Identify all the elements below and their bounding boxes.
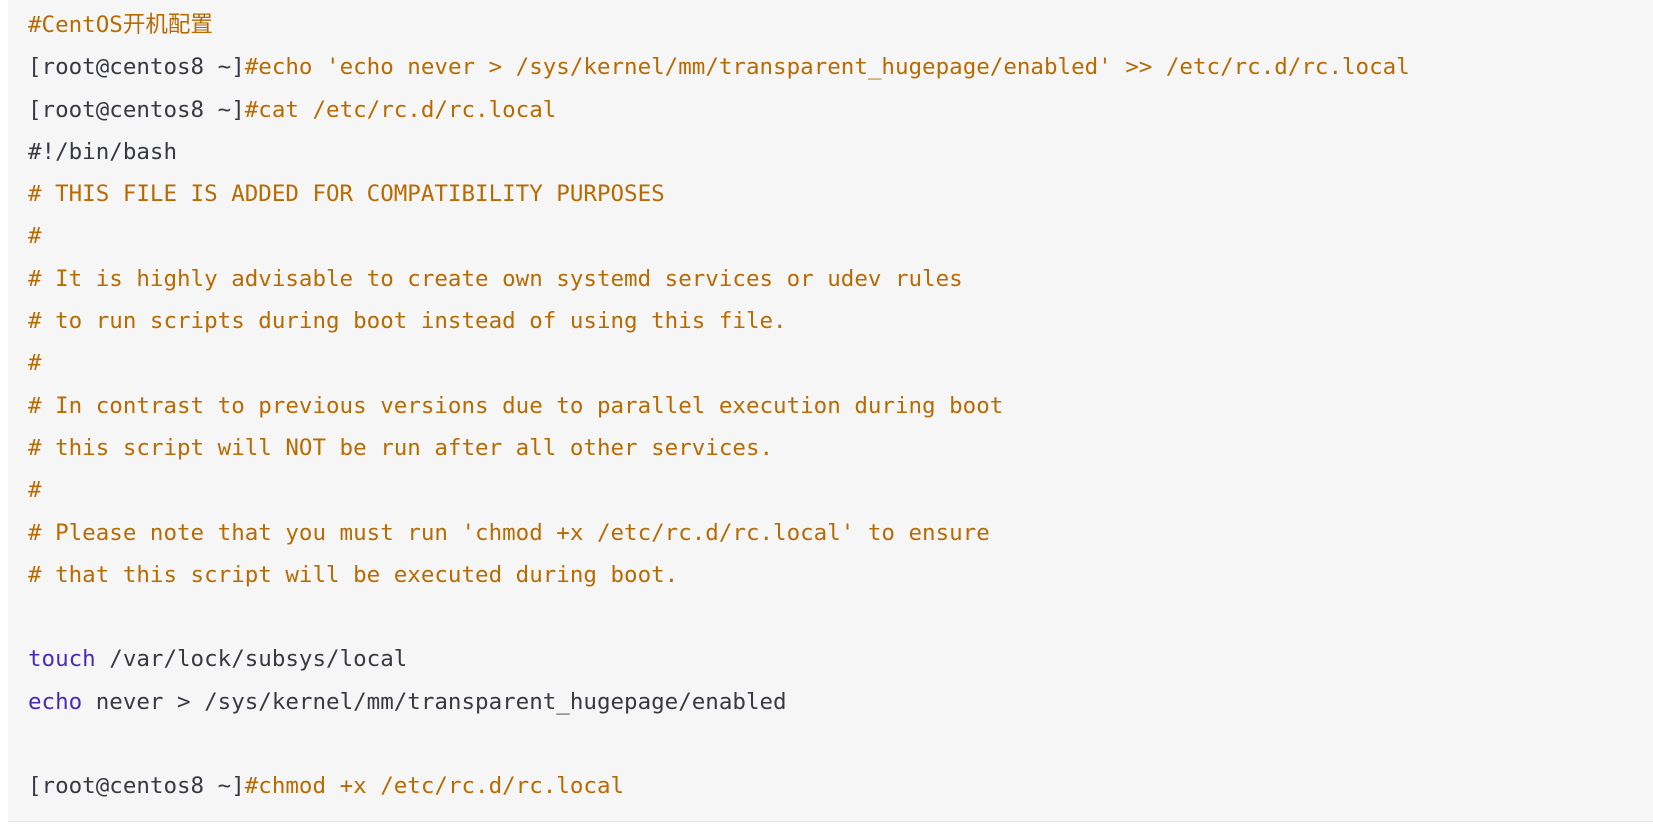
code-line: # that this script will be executed duri…: [28, 554, 1410, 596]
code-token-comment: #: [28, 350, 42, 377]
code-token-prompt: [root@centos8 ~]: [28, 96, 245, 123]
code-token-prompt: [root@centos8 ~]: [28, 54, 245, 81]
code-line: #CentOS开机配置: [28, 4, 1410, 46]
code-line: # Please note that you must run 'chmod +…: [28, 512, 1410, 554]
code-token-comment: # this script will NOT be run after all …: [28, 434, 774, 461]
code-line: #: [28, 215, 1410, 257]
code-token-comment: #: [28, 223, 42, 250]
code-line: echo never > /sys/kernel/mm/transparent_…: [28, 681, 1410, 723]
code-token-comment: # In contrast to previous versions due t…: [28, 392, 1004, 419]
code-block: #CentOS开机配置[root@centos8 ~]#echo 'echo n…: [8, 0, 1653, 822]
code-line: #: [28, 342, 1410, 384]
code-line: #: [28, 469, 1410, 511]
code-line: # to run scripts during boot instead of …: [28, 300, 1410, 342]
code-token-normal: never > /sys/kernel/mm/transparent_hugep…: [82, 688, 787, 715]
code-token-comment: # It is highly advisable to create own s…: [28, 265, 963, 292]
code-line: [root@centos8 ~]#chmod +x /etc/rc.d/rc.l…: [28, 765, 1410, 807]
code-token-comment: # Please note that you must run 'chmod +…: [28, 519, 990, 546]
code-line: # this script will NOT be run after all …: [28, 427, 1410, 469]
code-token-comment: #cat /etc/rc.d/rc.local: [244, 96, 557, 123]
code-token-comment: # to run scripts during boot instead of …: [28, 308, 787, 335]
code-token-normal: /var/lock/subsys/local: [95, 646, 408, 673]
code-token-comment: # THIS FILE IS ADDED FOR COMPATIBILITY P…: [28, 181, 665, 208]
code-line: #!/bin/bash: [28, 131, 1410, 173]
code-line: # THIS FILE IS ADDED FOR COMPATIBILITY P…: [28, 173, 1410, 215]
code-line: [28, 723, 1410, 765]
code-line: [root@centos8 ~]#cat /etc/rc.d/rc.local: [28, 89, 1410, 131]
code-token-comment: #echo 'echo never > /sys/kernel/mm/trans…: [244, 54, 1410, 81]
code-token-keyword: touch: [28, 646, 96, 673]
code-line: # In contrast to previous versions due t…: [28, 385, 1410, 427]
code-lines: #CentOS开机配置[root@centos8 ~]#echo 'echo n…: [28, 4, 1410, 808]
code-token-prompt: [root@centos8 ~]: [28, 773, 245, 800]
code-token-comment: #CentOS开机配置: [28, 12, 213, 38]
code-token-comment: #: [28, 477, 42, 504]
code-token-comment: #chmod +x /etc/rc.d/rc.local: [244, 773, 625, 800]
code-token-normal: #!/bin/bash: [28, 138, 178, 165]
code-line: touch /var/lock/subsys/local: [28, 638, 1410, 680]
code-line: [28, 596, 1410, 638]
code-line: [root@centos8 ~]#echo 'echo never > /sys…: [28, 46, 1410, 88]
code-token-comment: # that this script will be executed duri…: [28, 561, 679, 588]
code-token-keyword: echo: [28, 688, 83, 715]
code-line: # It is highly advisable to create own s…: [28, 258, 1410, 300]
